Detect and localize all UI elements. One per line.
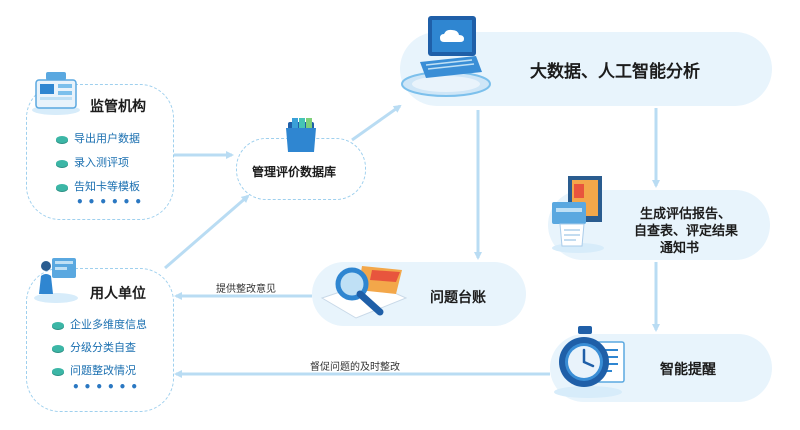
employer-item: 企业多维度信息 [52,316,147,332]
employer-item: 问题整改情况 [52,362,136,378]
employer-item: 分级分类自查 [52,339,136,355]
report-line: 自查表、评定结果 [634,224,739,239]
supervisor-item: 导出用户数据 [56,130,140,146]
teal-dot-icon [56,135,68,143]
edge-label-reminder-to-employer: 督促问题的及时整改 [310,362,400,373]
supervisor-title: 监管机构 [90,99,146,115]
teal-dot-icon [56,159,68,167]
supervisor-item: 录入测评项 [56,154,129,170]
report-line: 通知书 [660,241,700,256]
reminder-title: 智能提醒 [660,362,716,378]
teal-dot-icon [52,344,64,352]
arrow-employer-to-database [164,194,250,270]
stopwatch-icon [554,326,625,398]
report-printer-icon [552,176,604,253]
supervisor-item: 告知卡等模板 [56,178,140,194]
supervisor-more: •••••• [76,195,147,209]
bigdata-title: 大数据、人工智能分析 [530,62,700,82]
teal-dot-icon [52,321,64,329]
ledger-title: 问题台账 [430,290,486,306]
report-line: 生成评估报告、 [640,207,732,222]
employer-title: 用人单位 [90,286,146,302]
office-building-icon [32,72,80,115]
teal-dot-icon [52,367,64,375]
arrow-database-to-bigdata [351,104,402,142]
teal-dot-icon [56,183,68,191]
magnifier-document-icon [320,266,408,319]
folder-icon [286,118,316,152]
presenter-person-icon [34,258,78,303]
employer-more: •••••• [72,380,143,394]
laptop-cloud-icon [401,16,491,97]
database-title: 管理评价数据库 [252,165,337,179]
edge-label-ledger-to-employer: 提供整改意见 [216,284,276,295]
